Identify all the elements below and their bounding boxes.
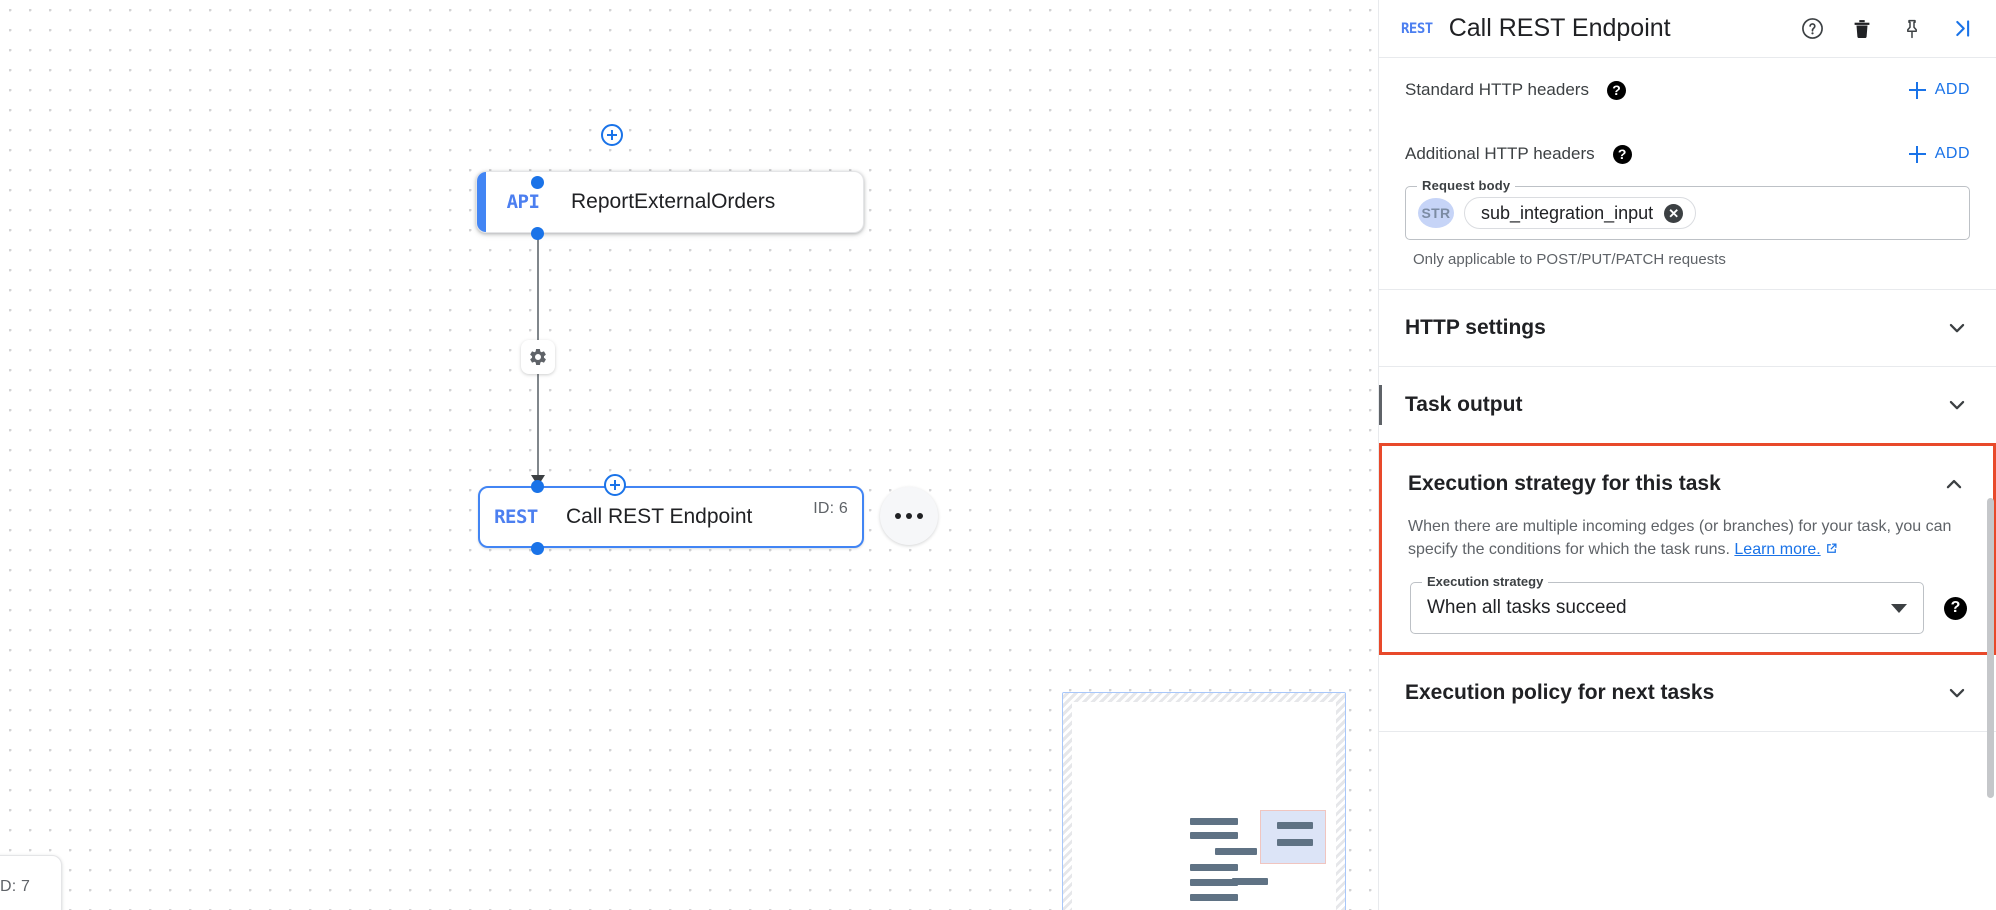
help-icon[interactable]: ? — [1606, 80, 1626, 100]
add-label: ADD — [1934, 145, 1970, 162]
dot-icon — [917, 513, 923, 519]
plus-icon — [1908, 81, 1926, 99]
help-icon[interactable]: ? — [1944, 596, 1967, 620]
minimap-node — [1190, 818, 1238, 825]
section-execution-strategy[interactable]: Execution strategy for this task When th… — [1379, 443, 1996, 656]
minimap-node — [1190, 864, 1238, 871]
chevron-down-icon[interactable] — [1891, 603, 1907, 613]
add-node-icon-api[interactable] — [601, 124, 623, 146]
section-title: Task output — [1405, 393, 1523, 416]
minimap-viewport — [1072, 702, 1336, 910]
node-title: ReportExternalOrders — [571, 190, 776, 213]
request-body-variable-chip[interactable]: sub_integration_input ✕ — [1464, 197, 1697, 229]
request-body-value: sub_integration_input — [1481, 202, 1654, 223]
minimap-node — [1232, 878, 1268, 885]
plus-icon — [1908, 145, 1926, 163]
delete-icon[interactable] — [1848, 15, 1876, 43]
execution-strategy-value: When all tasks succeed — [1427, 597, 1627, 619]
type-chip-str: STR — [1418, 198, 1454, 228]
gear-icon[interactable] — [521, 340, 555, 374]
node-type-badge-api: API — [506, 191, 540, 213]
collapse-panel-icon[interactable] — [1948, 15, 1976, 43]
minimap-node — [1190, 879, 1238, 886]
node-port-top-rest[interactable] — [531, 480, 544, 493]
pin-icon[interactable] — [1898, 15, 1926, 43]
spacer — [1382, 634, 1993, 652]
section-execution-policy[interactable]: Execution policy for next tasks — [1379, 655, 1996, 731]
description-text: When there are multiple incoming edges (… — [1408, 518, 1952, 558]
node-port-bottom-rest[interactable] — [531, 542, 544, 555]
learn-more-link[interactable]: Learn more. — [1734, 540, 1821, 558]
minimap-node — [1190, 832, 1238, 839]
minimap-node — [1277, 839, 1313, 846]
node-port-bottom-api[interactable] — [531, 227, 544, 240]
standard-http-headers-row: Standard HTTP headers ? ADD — [1379, 58, 1996, 122]
additional-http-headers-label: Additional HTTP headers — [1405, 144, 1595, 163]
section-title: Execution policy for next tasks — [1405, 681, 1715, 705]
node-port-top-api[interactable] — [531, 176, 544, 189]
node-partial-offscreen[interactable] — [0, 855, 62, 910]
panel-body[interactable]: Standard HTTP headers ? ADD Additional H… — [1379, 58, 1996, 910]
node-id-label-clipped: D: 7 — [0, 878, 31, 895]
node-more-options-button[interactable] — [880, 487, 938, 545]
execution-strategy-select[interactable]: Execution strategy When all tasks succee… — [1410, 574, 1924, 635]
close-icon[interactable]: ✕ — [1664, 203, 1684, 223]
panel-scrollbar-thumb[interactable] — [1987, 498, 1994, 798]
chevron-down-icon[interactable] — [1944, 392, 1970, 418]
minimap-node — [1277, 822, 1313, 829]
minimap-selection[interactable] — [1260, 810, 1326, 864]
additional-http-headers-row: Additional HTTP headers ? ADD — [1379, 122, 1996, 186]
minimap-node — [1190, 894, 1238, 901]
section-execution-strategy-header[interactable]: Execution strategy for this task — [1382, 446, 1993, 522]
section-title: HTTP settings — [1405, 316, 1546, 339]
add-label: ADD — [1934, 81, 1970, 98]
execution-strategy-description: When there are multiple incoming edges (… — [1382, 516, 1993, 563]
help-icon[interactable] — [1798, 15, 1826, 43]
execution-strategy-legend: Execution strategy — [1422, 574, 1549, 590]
section-http-settings[interactable]: HTTP settings — [1379, 290, 1996, 366]
request-body-helper-text: Only applicable to POST/PUT/PATCH reques… — [1413, 251, 1726, 268]
divider — [1379, 289, 1996, 290]
section-title: Execution strategy for this task — [1408, 472, 1721, 495]
request-body-field[interactable]: Request body STR sub_integration_input ✕ — [1405, 178, 1970, 240]
task-config-panel: REST Call REST Endpoint — [1378, 0, 1996, 910]
divider — [1379, 731, 1996, 733]
external-link-icon[interactable] — [1824, 541, 1839, 564]
add-additional-header-button[interactable]: ADD — [1908, 145, 1970, 163]
dot-icon — [906, 513, 912, 519]
node-id-label: ID: 6 — [813, 500, 848, 517]
minimap[interactable] — [1062, 692, 1346, 910]
chevron-down-icon[interactable] — [1944, 680, 1970, 706]
chevron-down-icon[interactable] — [1944, 315, 1970, 341]
dot-icon — [895, 513, 901, 519]
node-call-rest-endpoint[interactable]: REST Call REST Endpoint ID: 6 — [478, 486, 864, 548]
panel-header-actions — [1798, 15, 1976, 43]
add-standard-header-button[interactable]: ADD — [1908, 81, 1970, 99]
request-body-legend: Request body — [1417, 178, 1516, 193]
workflow-canvas[interactable]: API ReportExternalOrders REST Call REST … — [0, 0, 1378, 910]
standard-http-headers-label: Standard HTTP headers — [1405, 80, 1589, 99]
minimap-node — [1215, 848, 1257, 855]
execution-strategy-select-row: Execution strategy When all tasks succee… — [1382, 574, 1993, 635]
section-active-marker — [1379, 385, 1382, 425]
section-task-output[interactable]: Task output — [1379, 367, 1996, 443]
help-icon[interactable]: ? — [1612, 144, 1632, 164]
node-type-badge-rest: REST — [494, 506, 538, 528]
page-title: Call REST Endpoint — [1448, 14, 1671, 42]
panel-header: REST Call REST Endpoint — [1379, 0, 1996, 58]
divider — [1379, 366, 1996, 367]
panel-type-badge: REST — [1401, 20, 1433, 37]
node-title: Call REST Endpoint — [566, 505, 753, 528]
add-node-icon-rest[interactable] — [604, 474, 626, 496]
chevron-up-icon[interactable] — [1941, 471, 1967, 497]
